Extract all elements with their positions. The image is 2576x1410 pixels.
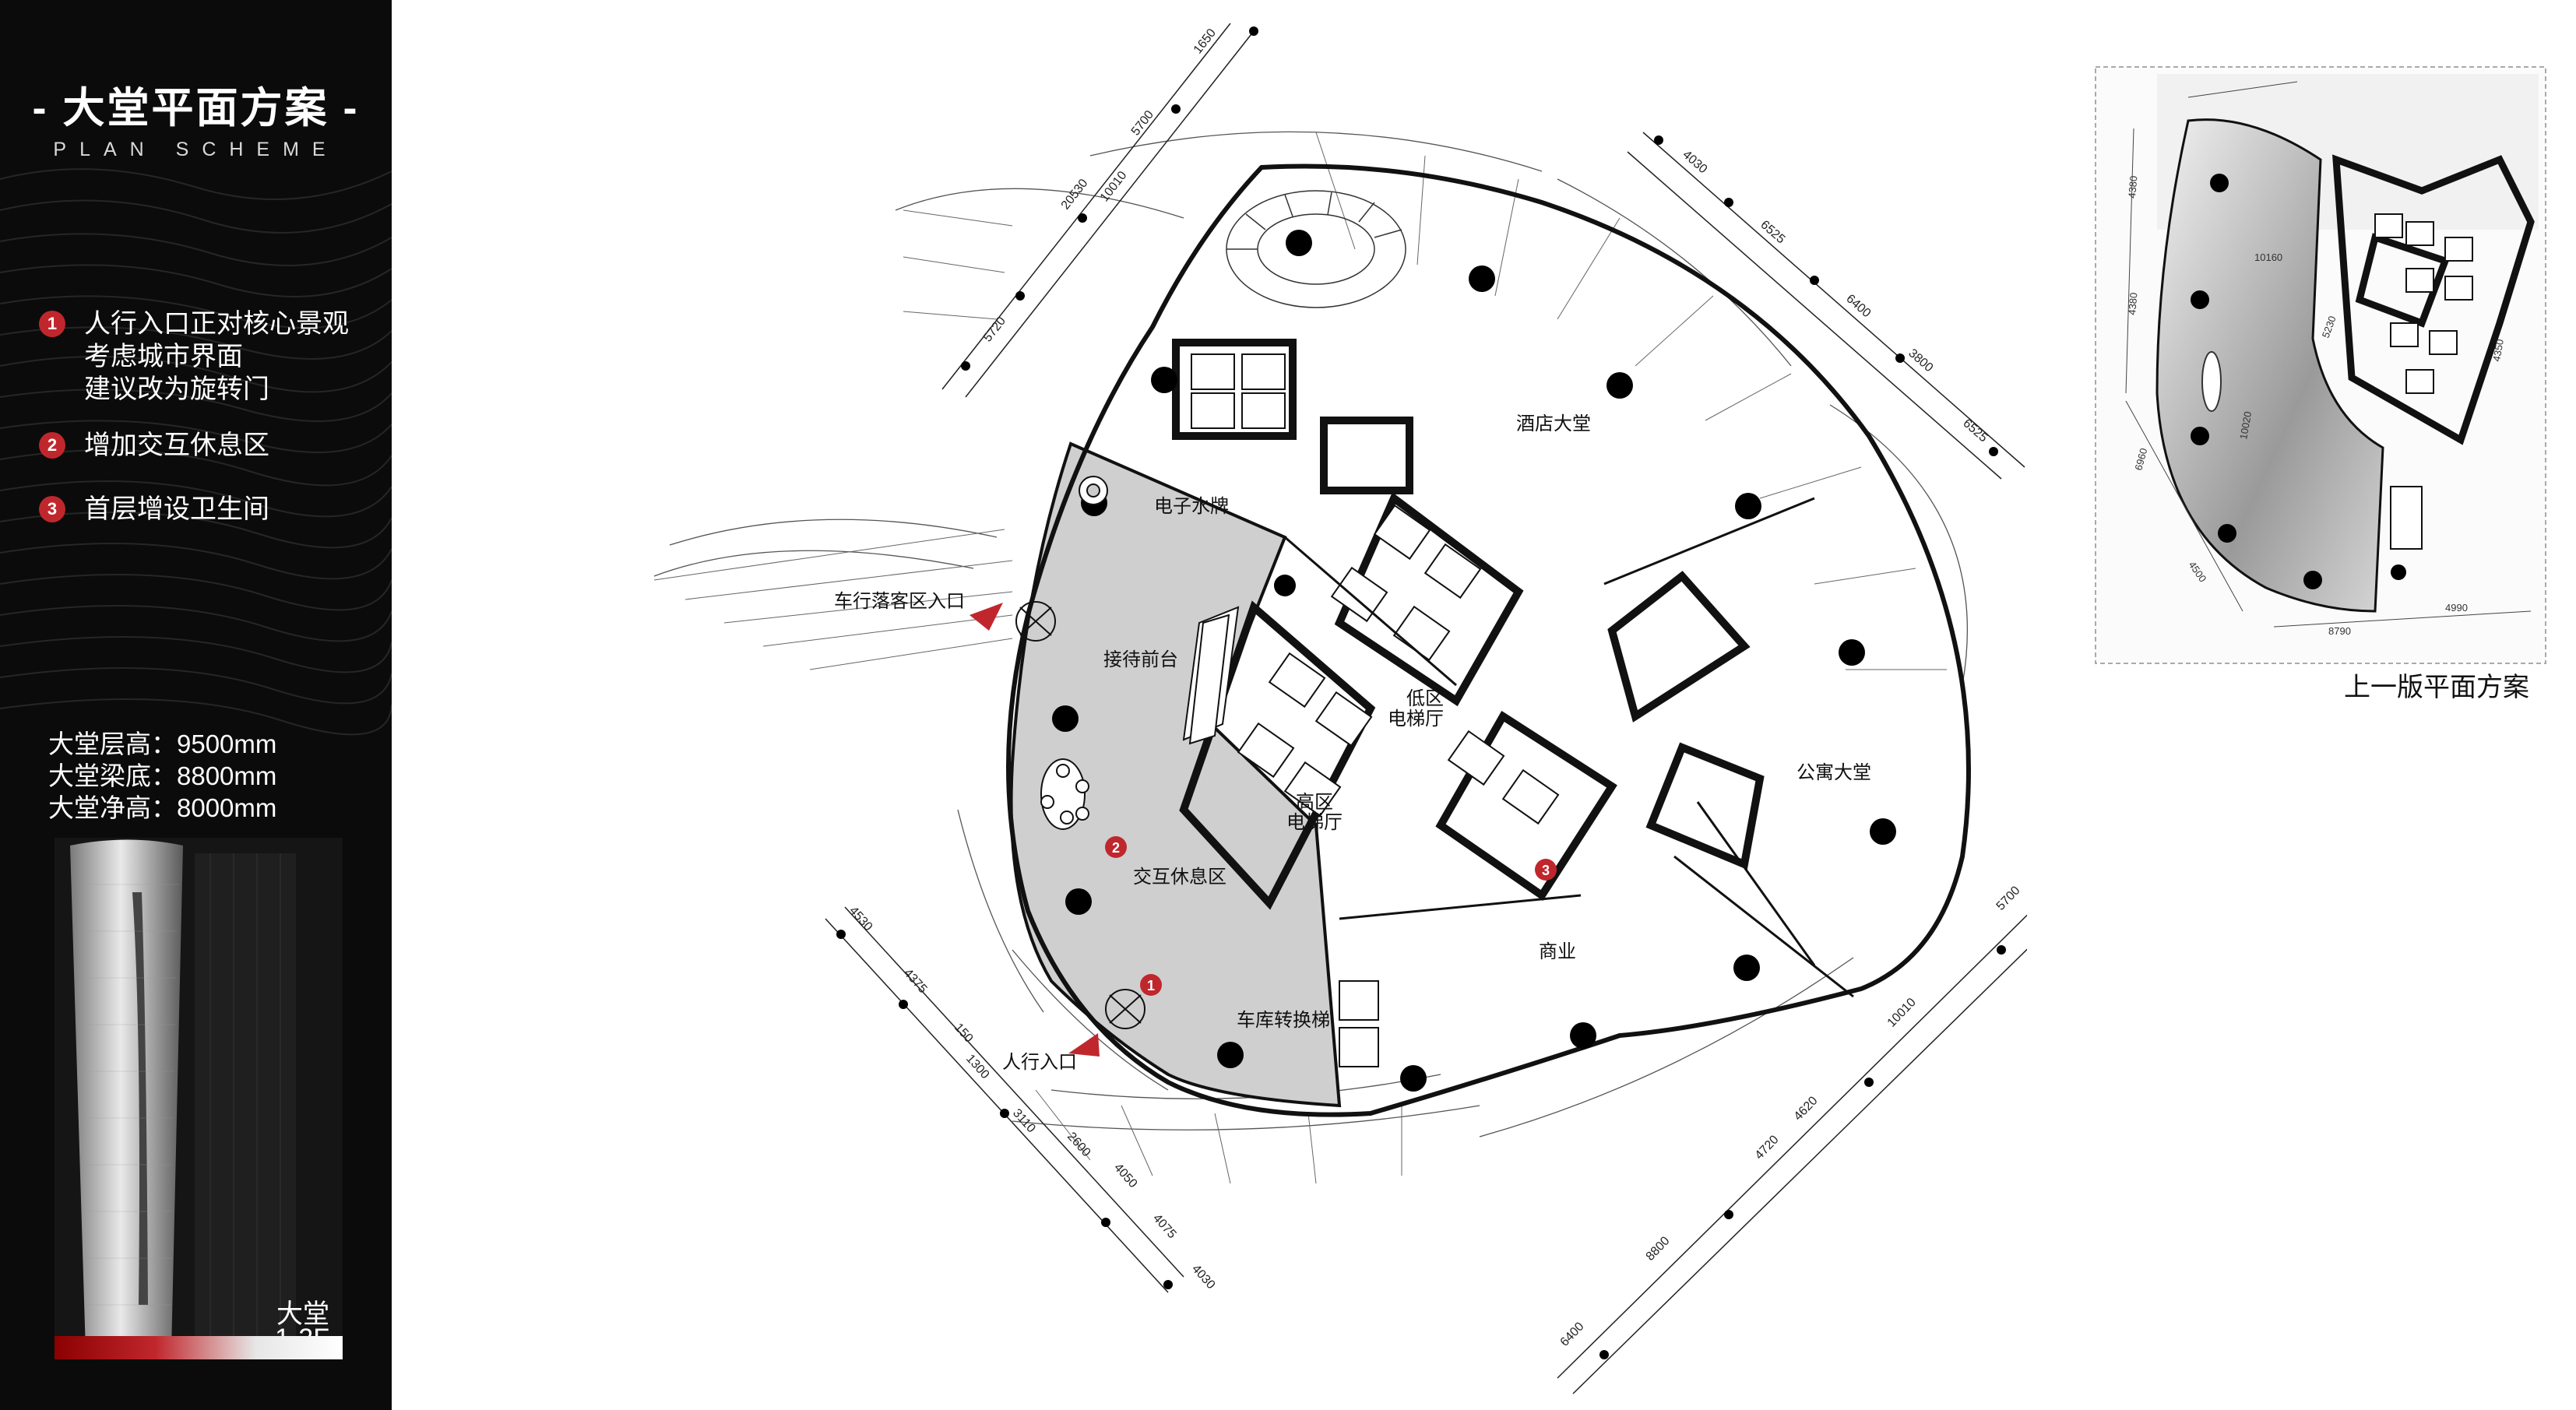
marker-2: 2 — [1105, 836, 1127, 858]
label-lounge: 交互休息区 — [1133, 867, 1226, 888]
svg-text:10020: 10020 — [2237, 410, 2254, 440]
building-outline — [1006, 164, 1971, 1117]
dim-label: 4030 — [1189, 1262, 1218, 1292]
note-1-line-2: 考虑城市界面 — [84, 342, 243, 371]
label-apartment-lobby: 公寓大堂 — [1797, 762, 1871, 783]
label-high-zone-1: 高区 — [1296, 792, 1333, 813]
note-2-badge: 2 — [39, 432, 65, 459]
note-3-badge: 3 — [39, 496, 65, 522]
e-sign-plant — [1079, 476, 1108, 505]
stat-floor-height: 大堂层高：9500mm — [48, 730, 277, 758]
svg-text:4990: 4990 — [2445, 602, 2468, 614]
inset-cells — [2374, 213, 2473, 550]
fan-lines — [653, 132, 1947, 1184]
revolving-door-dropoff — [1015, 601, 1056, 642]
label-reception: 接待前台 — [1103, 649, 1178, 670]
dim-label: 4530 — [846, 904, 875, 934]
svg-text:4380: 4380 — [2126, 292, 2139, 315]
label-e-sign: 电子水牌 — [1154, 496, 1229, 517]
revolving-door-pedestrian — [1105, 989, 1145, 1029]
dim-label: 1650 — [1191, 26, 1219, 57]
note-2-line-1: 增加交互休息区 — [84, 431, 269, 460]
canopy-hatching — [653, 131, 1968, 1137]
label-low-zone-2: 电梯厅 — [1388, 709, 1444, 730]
label-pedestrian-entrance: 人行入口 — [1002, 1052, 1077, 1073]
spiral-stair — [1226, 190, 1406, 308]
wave-pattern — [0, 168, 392, 736]
svg-text:4380: 4380 — [2126, 175, 2139, 199]
dropoff-entrance-arrow — [970, 603, 1003, 631]
dim-label: 4375 — [901, 966, 930, 996]
svg-text:4350: 4350 — [2490, 338, 2506, 362]
label-hotel-lobby: 酒店大堂 — [1516, 413, 1591, 434]
dim-label: 1300 — [963, 1052, 992, 1081]
dim-label: 150 — [952, 1021, 976, 1045]
dim-label: 6400 — [1558, 1320, 1587, 1348]
room-labels: 酒店大堂 公寓大堂 商业 电子水牌 接待前台 交互休息区 低区 电梯厅 高区 电… — [834, 413, 1871, 1073]
label-high-zone-2: 电梯厅 — [1286, 812, 1343, 833]
dim-label: 4075 — [1150, 1211, 1179, 1241]
dim-label: 8800 — [1644, 1234, 1673, 1263]
pedestrian-entrance-arrow — [1068, 1033, 1100, 1057]
inset-dimension-labels: 4380 10160 4380 10020 5230 4350 4990 879… — [2126, 175, 2506, 637]
dim-label: 5720 — [981, 315, 1008, 345]
dim-label: 4030 — [1680, 148, 1709, 176]
marker-1: 1 — [1140, 974, 1162, 996]
page-subtitle: PLAN SCHEME — [53, 139, 339, 160]
label-garage-lift: 车库转换梯 — [1237, 1010, 1330, 1031]
stat-beam-bottom: 大堂梁底：8800mm — [48, 761, 277, 790]
floor-indicator-bar — [55, 1336, 343, 1359]
tower-render — [55, 838, 343, 1352]
note-1-line-3: 建议改为旋转门 — [84, 374, 269, 404]
dim-label: 4620 — [1792, 1094, 1821, 1123]
page-title: - 大堂平面方案 - — [32, 85, 360, 132]
note-3-line-1: 首层增设卫生间 — [84, 494, 269, 524]
marker-3: 3 — [1535, 859, 1557, 881]
previous-plan-inset: 4380 10160 4380 10020 5230 4350 4990 879… — [2095, 66, 2546, 664]
dim-label: 3800 — [1906, 346, 1935, 374]
label-retail: 商业 — [1539, 941, 1576, 962]
dimension-ticks — [836, 26, 2006, 1359]
label-low-zone-1: 低区 — [1406, 688, 1444, 709]
previous-plan-caption: 上一版平面方案 — [2344, 673, 2529, 702]
svg-text:3: 3 — [1542, 863, 1550, 878]
dim-label: 6525 — [1960, 417, 1990, 445]
label-dropoff-entrance: 车行落客区入口 — [834, 591, 965, 612]
elevator-cars — [1191, 353, 1560, 1067]
svg-text:10160: 10160 — [2254, 251, 2282, 263]
note-1-line-1: 人行入口正对核心景观 — [84, 309, 349, 339]
note-1-badge: 1 — [39, 311, 65, 337]
dim-label: 10010 — [1885, 996, 1919, 1030]
svg-text:2: 2 — [1112, 840, 1120, 856]
svg-text:6960: 6960 — [2132, 447, 2149, 472]
dim-label: 4720 — [1753, 1133, 1782, 1162]
sidebar: - 大堂平面方案 - PLAN SCHEME 1 人行入口正对核心景观 考虑城市… — [0, 0, 392, 1410]
svg-text:8790: 8790 — [2328, 625, 2351, 637]
dim-label: 5700 — [1994, 884, 2023, 912]
inset-columns — [2191, 174, 2406, 589]
stat-clear-height: 大堂净高：8000mm — [48, 793, 277, 822]
svg-text:1: 1 — [1147, 978, 1155, 993]
lounge-furniture — [1040, 758, 1089, 830]
reception-desk — [1188, 614, 1230, 745]
dim-label: 6400 — [1843, 292, 1873, 320]
dim-label: 6525 — [1758, 218, 1787, 246]
tower-label-name: 大堂 — [276, 1299, 329, 1329]
inset-dimension-chains — [2125, 81, 2532, 628]
dim-label: 2600 — [1065, 1130, 1093, 1159]
lobby-stats: 大堂层高：9500mm 大堂梁底：8800mm 大堂净高：8000mm — [48, 728, 276, 824]
inset-core — [2332, 154, 2535, 445]
dimension-chains — [825, 23, 2027, 1394]
dim-label: 4050 — [1111, 1161, 1140, 1190]
floor-plan: 1650 5700 10010 5720 20530 4030 6525 640… — [653, 23, 2027, 1394]
